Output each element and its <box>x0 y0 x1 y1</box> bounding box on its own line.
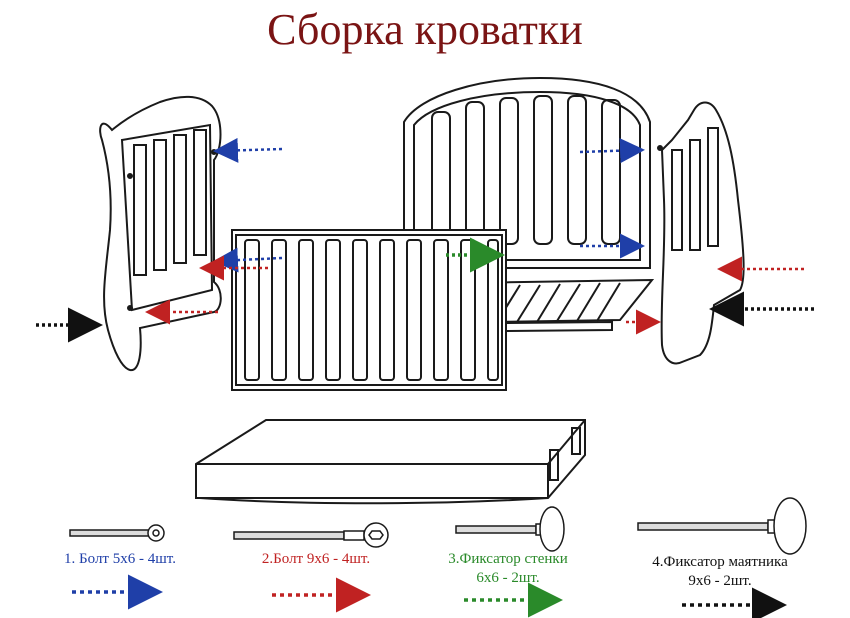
blue-arrow-3 <box>579 138 645 164</box>
bolt-ring-icon <box>69 524 165 542</box>
legend-item-4-sublabel: 9х6 - 2шт. <box>688 573 752 589</box>
legend-item-3-label: 3.Фиксатор стенки <box>448 551 568 567</box>
legend-arrows <box>72 574 787 618</box>
blue-arrow-1 <box>213 137 283 163</box>
legend-item-3-sublabel: 6х6 - 2шт. <box>476 570 540 586</box>
knob-large-icon <box>637 497 807 555</box>
legend-item-2-label: 2.Болт 9х6 - 4шт. <box>261 551 371 567</box>
legend-item-1: 1. Болт 5х6 - 4шт. <box>40 550 200 569</box>
legend-item-3: 3.Фиксатор стенки 6х6 - 2шт. <box>428 550 588 588</box>
blue-arrow-2 <box>213 247 283 273</box>
left-end-panel <box>99 95 222 372</box>
drawer <box>195 419 586 505</box>
legend-item-2: 2.Болт 9х6 - 4шт. <box>236 550 396 569</box>
legend-hardware <box>69 497 807 555</box>
arrows <box>36 137 814 343</box>
legend-item-4: 4.Фиксатор маятника 9х6 - 2шт. <box>630 553 810 591</box>
bolt-hex-icon <box>233 522 389 548</box>
legend-item-4-label: 4.Фиксатор маятника <box>652 554 788 570</box>
legend-item-1-label: 1. Болт 5х6 - 4шт. <box>64 551 176 567</box>
back-headboard <box>403 76 651 269</box>
page-title: Сборка кроватки <box>267 5 583 54</box>
right-end-panel <box>657 101 745 365</box>
knob-small-icon <box>455 506 565 552</box>
